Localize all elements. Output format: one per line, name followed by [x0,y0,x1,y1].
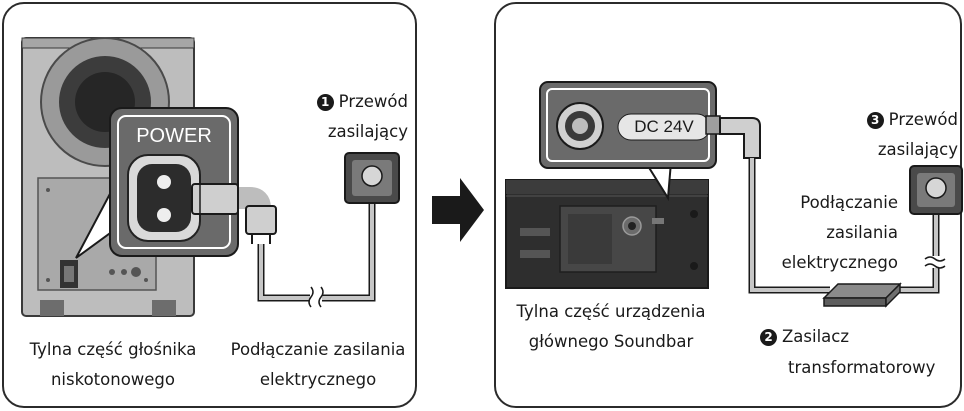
step-2-badge: 2 [760,329,777,346]
adapter-label-2: transformatorowy [788,358,936,377]
right-caption-2: głównego Soundbar [528,332,694,351]
right-connect-label-2: zasilania [826,223,898,242]
power-label: POWER [136,125,212,147]
right-caption-1: Tylna część urządzenia [516,302,706,321]
left-power-cord [191,183,376,308]
right-cord-label-2: zasilający [877,140,958,159]
right-wall-socket [909,165,963,215]
soundbar-illustration [505,179,709,289]
right-connect-label-1: Podłączanie [800,193,898,212]
right-connect-label-3: elektrycznego [781,253,898,272]
left-connect-label-2: elektrycznego [259,370,377,389]
left-wall-socket [344,152,400,204]
left-connect-label-1: Podłączanie zasilania [230,340,406,359]
adapter-label-1: 2 Zasilacz [760,322,910,352]
step-1-badge: 1 [316,94,334,111]
dc-label: DC 24V [634,117,694,136]
adapter-text-1: Zasilacz [782,327,850,346]
right-power-cord [705,115,946,294]
left-caption-1: Tylna część głośnika [29,340,197,359]
left-caption-2: niskotonowego [50,370,176,389]
dc-callout [539,81,717,202]
left-cord-text-1: Przewód [338,92,408,111]
power-adapter [822,282,902,308]
power-callout [75,107,239,259]
right-cord-text-1: Przewód [888,110,958,129]
step-3-badge: 3 [866,112,884,129]
left-cord-label-2: zasilający [327,122,408,141]
arrow-icon [432,178,484,242]
